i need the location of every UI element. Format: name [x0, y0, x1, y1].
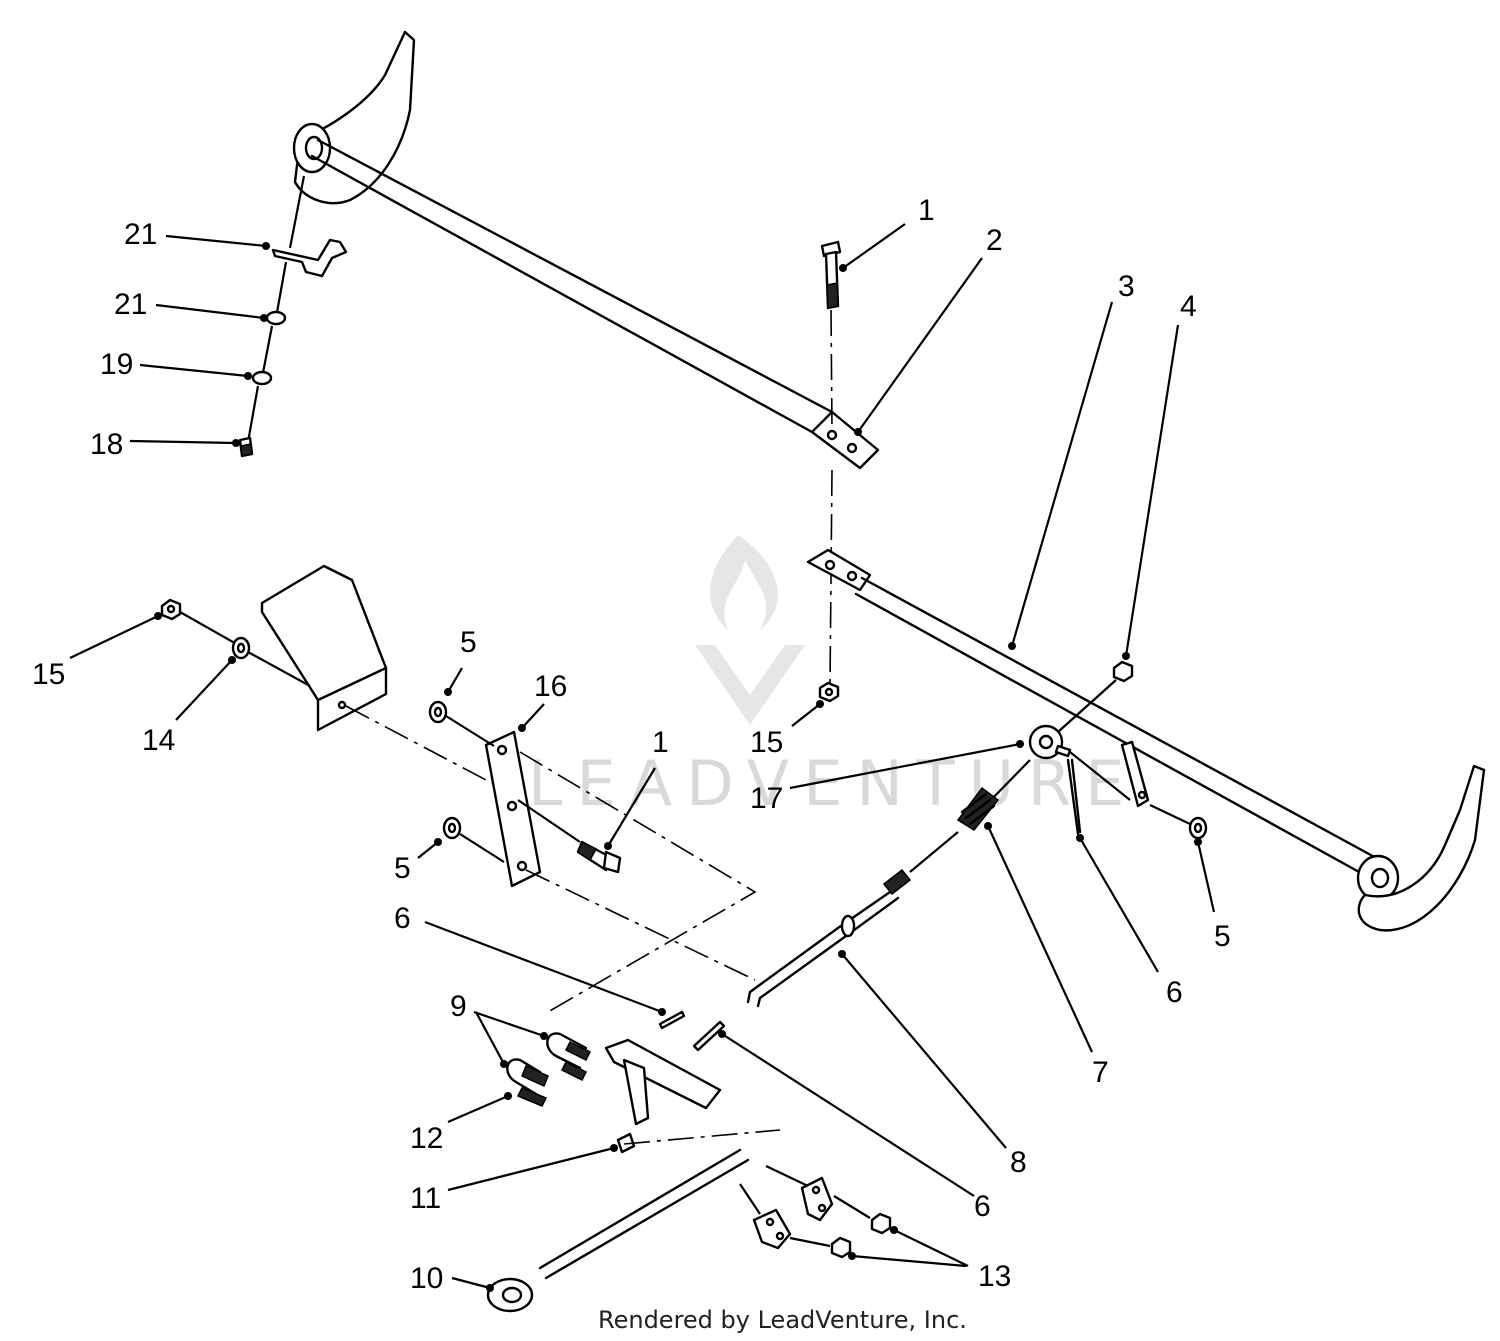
lift-pedal-bracket — [260, 564, 388, 732]
callout-19: 19 — [100, 348, 133, 381]
nut-part-15-left — [160, 598, 182, 621]
bracket-part-13-upper — [800, 1176, 834, 1222]
bolt-part-18 — [238, 436, 254, 458]
lift-rod-part-8 — [746, 868, 912, 1008]
spacer-part-11 — [616, 1132, 636, 1154]
callout-21-bracket: 21 — [124, 218, 157, 251]
spring-part-7 — [956, 786, 1000, 831]
lockwasher-part-19 — [251, 370, 273, 386]
callout-13: 13 — [978, 1260, 1011, 1293]
washer-part-14 — [231, 636, 251, 660]
washer-part-5-lower — [442, 816, 462, 840]
callout-14: 14 — [142, 724, 175, 757]
callout-3: 3 — [1118, 270, 1135, 303]
callout-8: 8 — [1010, 1146, 1027, 1179]
nut-part-13-lower — [830, 1236, 852, 1259]
bolt-part-1-lower — [576, 840, 622, 874]
trunnion-part-17 — [1028, 724, 1072, 760]
callout-15-left: 15 — [32, 658, 65, 691]
callout-9: 9 — [450, 990, 467, 1023]
nut-lower-shaft — [818, 681, 840, 703]
callout-11: 11 — [410, 1182, 441, 1215]
u-bolt-part-9-lower — [506, 1058, 549, 1107]
callout-16: 16 — [534, 670, 567, 703]
nut-part-4 — [1112, 660, 1134, 683]
callout-15-shaft: 15 — [750, 726, 783, 759]
callout-1-lower: 1 — [652, 726, 669, 759]
callout-4: 4 — [1180, 290, 1197, 323]
callout-21-washer: 21 — [114, 288, 147, 321]
callout-6-left: 6 — [394, 902, 411, 935]
cotter-pin-part-6-upper — [658, 1010, 686, 1030]
callout-6-bottom: 6 — [974, 1190, 991, 1223]
upper-lift-shaft — [292, 30, 880, 470]
washer-part-5-right — [1188, 816, 1208, 840]
callout-17: 17 — [750, 782, 783, 815]
callout-2: 2 — [986, 224, 1003, 257]
cotter-pin-part-6-right — [1066, 758, 1082, 836]
callout-leaders — [69, 223, 1216, 1292]
bracket-part-13-lower — [752, 1208, 792, 1250]
callout-5-upper: 5 — [460, 626, 477, 659]
callout-12: 12 — [410, 1122, 443, 1155]
bracket-part-21 — [271, 238, 348, 278]
callout-1-upper: 1 — [918, 194, 935, 227]
nut-part-13-upper — [870, 1212, 892, 1235]
callout-7: 7 — [1092, 1056, 1109, 1089]
lift-link-part-10 — [486, 1038, 750, 1313]
pivot-plate-part-16 — [484, 730, 542, 888]
rendered-by-credit: Rendered by LeadVenture, Inc. — [598, 1306, 967, 1334]
lower-lift-shaft — [806, 548, 1486, 932]
callout-5-lower: 5 — [394, 852, 411, 885]
callout-18: 18 — [90, 428, 123, 461]
washer-part-21 — [265, 310, 287, 326]
callout-5-right: 5 — [1214, 920, 1231, 953]
callout-10: 10 — [410, 1262, 443, 1295]
watermark-text: LEADVENTURE — [528, 747, 1138, 820]
bolt-upper — [820, 240, 842, 310]
callout-6-right: 6 — [1166, 976, 1183, 1009]
cotter-pin-part-6-lower — [692, 1020, 726, 1052]
washer-part-5-upper — [428, 700, 448, 724]
u-bolt-part-9-upper — [546, 1032, 592, 1082]
leadventure-watermark-logo — [695, 535, 805, 725]
